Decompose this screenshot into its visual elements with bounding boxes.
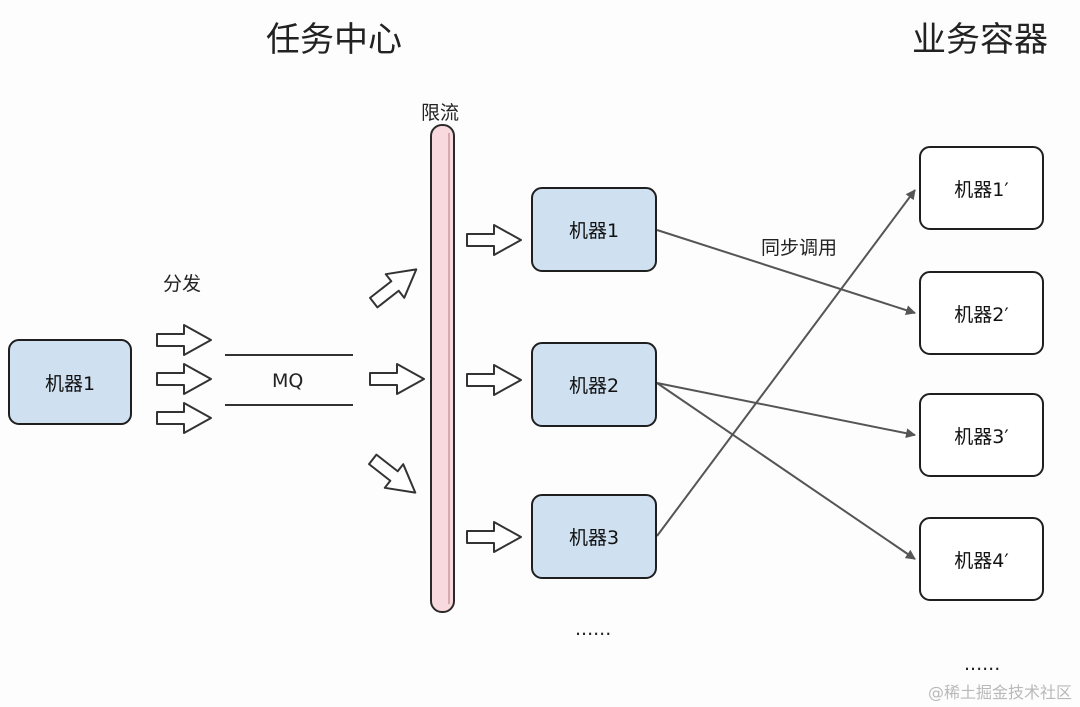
target-machine-2: 机器2′ <box>919 271 1044 355</box>
target-machine-1: 机器1′ <box>919 146 1044 230</box>
worker-machine-1: 机器1 <box>531 187 657 272</box>
rate-limit-label: 限流 <box>421 102 460 124</box>
worker-machine-3: 机器3 <box>531 494 657 579</box>
dispatch-arrow-3 <box>156 402 212 434</box>
sync-call-arrow-1 <box>656 229 916 316</box>
worker-arrow-1 <box>466 224 522 256</box>
business-container-heading: 业务容器 <box>912 20 1048 60</box>
dispatch-arrow-1 <box>156 324 212 356</box>
sync-call-connectors <box>656 189 916 560</box>
limiter-arrow-up <box>369 268 418 309</box>
task-center-heading: 任务中心 <box>266 20 402 60</box>
rate-limiter-bar <box>430 124 455 613</box>
source-machine-node: 机器1 <box>8 339 132 425</box>
sync-call-label: 同步调用 <box>761 237 838 259</box>
worker-machine-2: 机器2 <box>531 342 657 427</box>
limiter-arrow-mid <box>369 363 425 395</box>
target-machine-3: 机器3′ <box>919 393 1044 477</box>
workers-ellipsis: ...... <box>575 618 612 640</box>
dispatch-label: 分发 <box>163 273 202 295</box>
worker-arrow-3 <box>466 521 522 553</box>
target-machine-4: 机器4′ <box>919 517 1044 601</box>
dispatch-arrow-2 <box>156 363 212 395</box>
targets-ellipsis: ...... <box>964 653 1001 675</box>
sync-call-arrow-3 <box>656 382 916 560</box>
sync-call-arrow-4 <box>656 189 916 537</box>
watermark: @稀土掘金技术社区 <box>927 683 1072 702</box>
worker-arrow-2 <box>466 364 522 396</box>
limiter-arrow-down <box>368 453 417 494</box>
sync-call-arrow-2 <box>656 382 916 439</box>
mq-label: MQ <box>272 370 304 392</box>
